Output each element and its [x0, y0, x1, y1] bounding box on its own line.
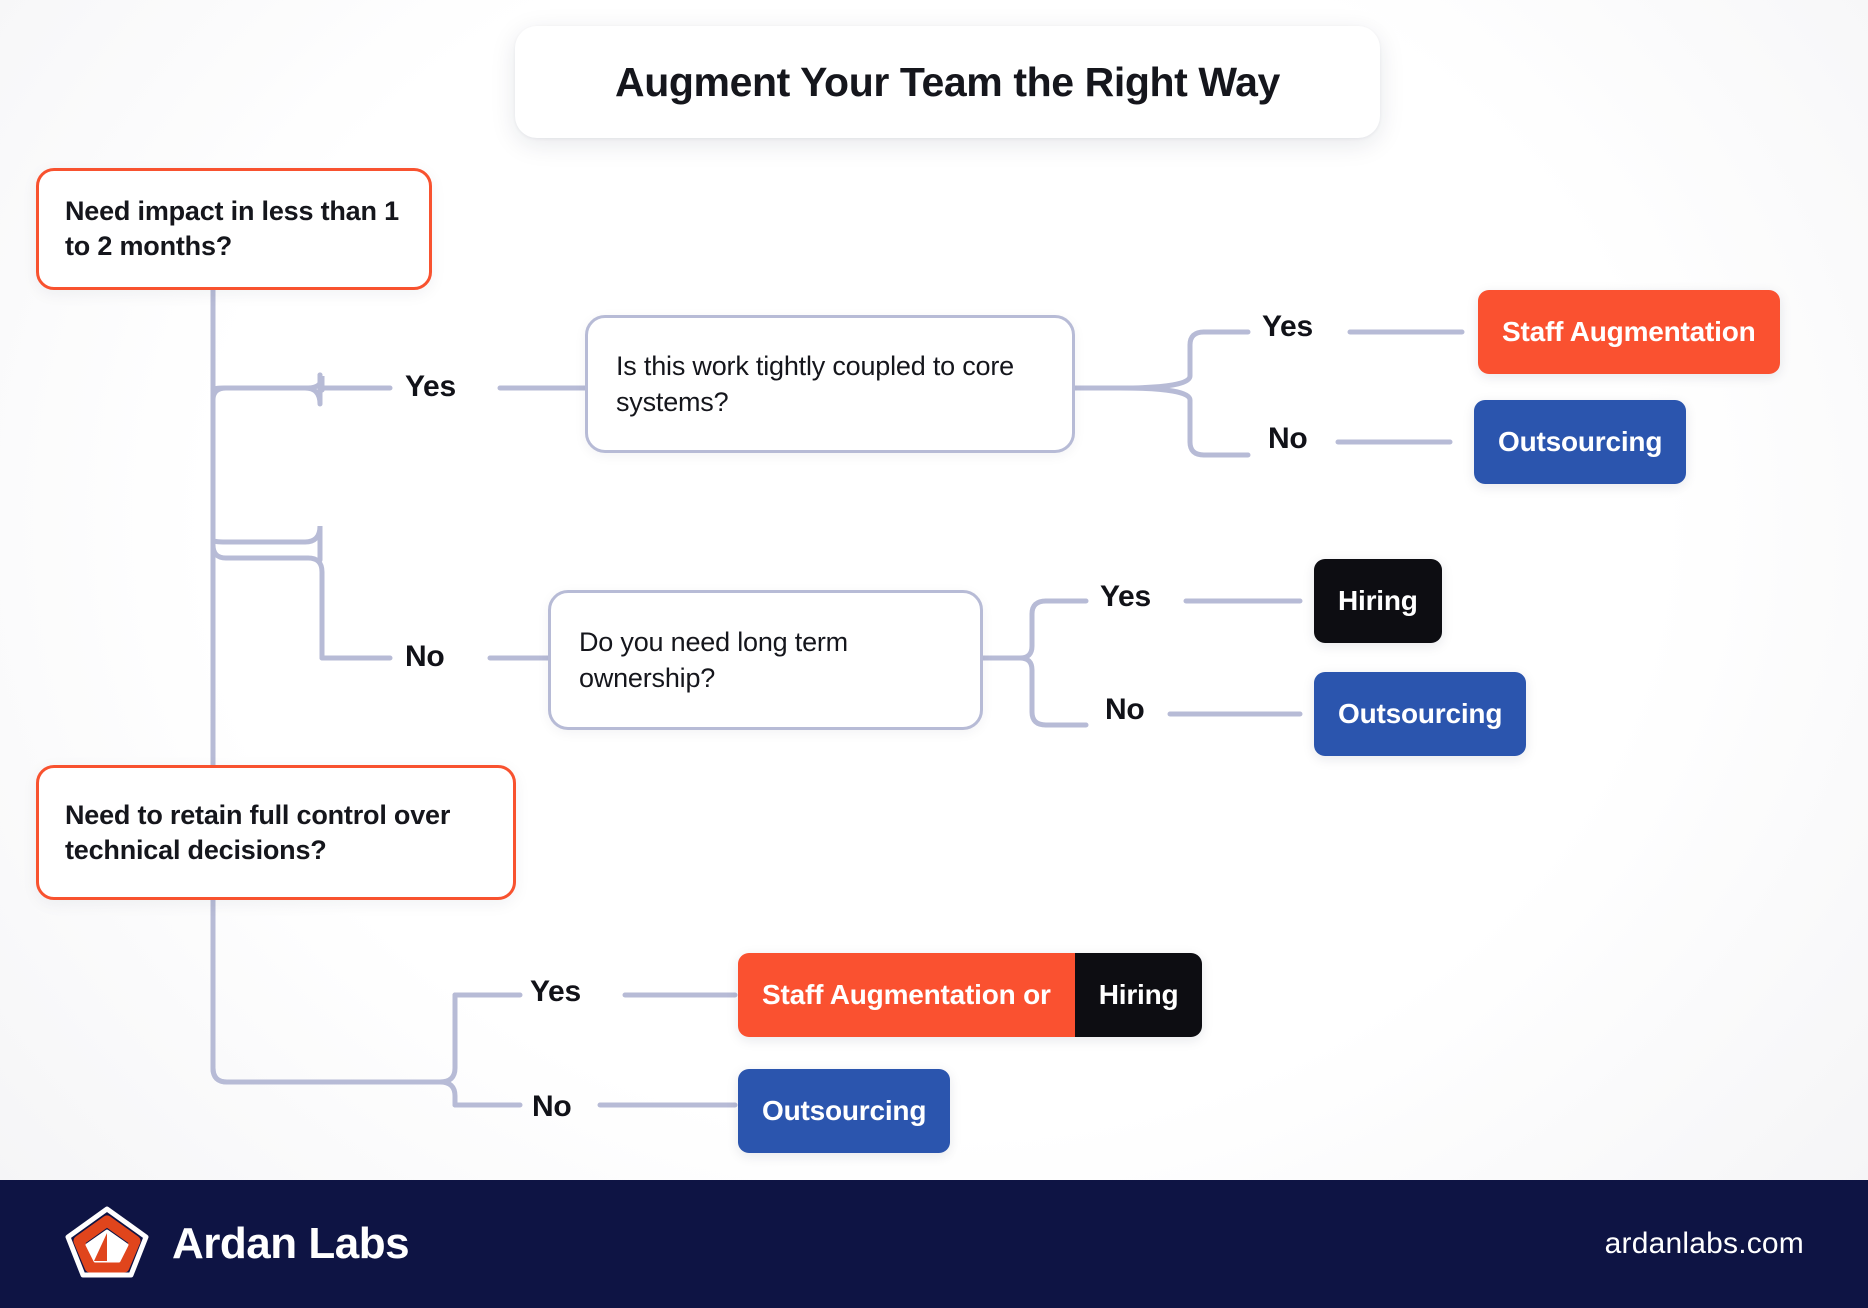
outcome-hiring[interactable]: Hiring — [1314, 559, 1442, 643]
question-box-tightly-coupled[interactable]: Is this work tightly coupled to core sys… — [585, 315, 1075, 453]
outcome-staff-aug-or-hiring[interactable]: Staff Augmentation or Hiring — [738, 953, 1203, 1037]
branch-label-q1-no: No — [1268, 422, 1308, 455]
outcome-staff-aug-or-hiring-orange-part: Staff Augmentation or — [738, 953, 1075, 1037]
outcome-outsourcing-q1[interactable]: Outsourcing — [1474, 400, 1687, 484]
outcome-outsourcing-d2[interactable]: Outsourcing — [738, 1069, 951, 1153]
footer-website-url: ardanlabs.com — [1604, 1227, 1804, 1260]
decision-box-technical-control[interactable]: Need to retain full control over technic… — [36, 765, 516, 900]
brand-name: Ardan Labs — [172, 1219, 410, 1268]
branch-label-d1-no: No — [405, 640, 445, 673]
outcome-hiring-label: Hiring — [1338, 585, 1418, 616]
branch-label-d2-yes: Yes — [530, 975, 581, 1008]
branch-label-q2-no: No — [1105, 693, 1145, 726]
branch-label-d1-yes: Yes — [405, 370, 456, 403]
question-box-long-term-ownership-text: Do you need long term ownership? — [579, 626, 848, 693]
branch-label-d2-no: No — [532, 1090, 572, 1123]
decision-box-technical-control-text: Need to retain full control over technic… — [65, 799, 451, 865]
question-box-tightly-coupled-text: Is this work tightly coupled to core sys… — [616, 350, 1014, 417]
outcome-outsourcing-q1-label: Outsourcing — [1498, 426, 1663, 457]
outcome-staff-augmentation[interactable]: Staff Augmentation — [1478, 290, 1780, 374]
decision-box-impact-timeline[interactable]: Need impact in less than 1 to 2 months? — [36, 168, 432, 290]
page-title-card: Augment Your Team the Right Way — [515, 26, 1380, 138]
outcome-staff-augmentation-label: Staff Augmentation — [1502, 316, 1756, 347]
outcome-outsourcing-q2-label: Outsourcing — [1338, 698, 1503, 729]
ardan-labs-tent-logo — [64, 1205, 150, 1284]
brand-lockup: Ardan Labs — [64, 1205, 410, 1284]
outcome-outsourcing-d2-label: Outsourcing — [762, 1095, 927, 1126]
outcome-outsourcing-q2[interactable]: Outsourcing — [1314, 672, 1527, 756]
footer-bar: Ardan Labs ardanlabs.com — [0, 1180, 1868, 1308]
question-box-long-term-ownership[interactable]: Do you need long term ownership? — [548, 590, 983, 730]
page-title: Augment Your Team the Right Way — [615, 58, 1280, 105]
branch-label-q2-yes: Yes — [1100, 580, 1151, 613]
branch-label-q1-yes: Yes — [1262, 310, 1313, 343]
decision-box-impact-timeline-text: Need impact in less than 1 to 2 months? — [65, 196, 399, 261]
outcome-staff-aug-or-hiring-black-part: Hiring — [1074, 953, 1203, 1037]
